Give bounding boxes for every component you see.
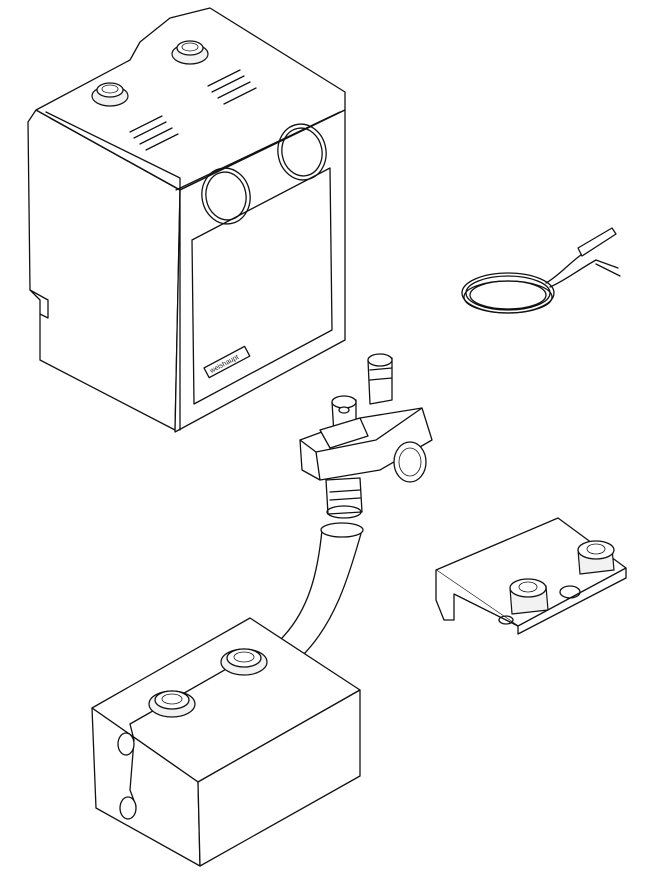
top-connector-left xyxy=(91,82,129,107)
mounting-bracket xyxy=(435,517,627,635)
sensor-cable-coil xyxy=(461,227,621,314)
connecting-hose xyxy=(279,522,364,657)
bracket-fitting-left xyxy=(509,578,549,615)
pump-fitting-rear xyxy=(220,648,268,676)
bracket-fitting-right xyxy=(577,540,615,575)
pump-fitting-front xyxy=(148,690,196,718)
valve-assembly xyxy=(299,353,433,519)
storage-tank-housing: weishaupt xyxy=(27,7,346,433)
top-connector-right xyxy=(171,40,209,65)
pump-module xyxy=(91,617,361,867)
